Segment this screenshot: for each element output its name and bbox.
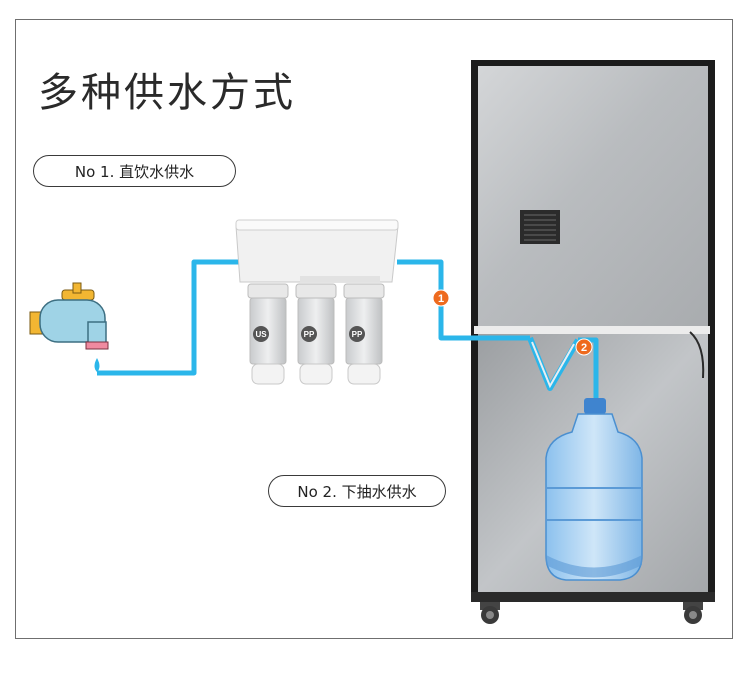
marker-1: 1 xyxy=(432,289,450,307)
water-bottle xyxy=(545,398,643,581)
filter-cartridge-3: PP xyxy=(343,283,385,385)
filter-cartridge-2: PP xyxy=(295,283,337,385)
svg-text:1: 1 xyxy=(438,293,444,305)
caster-right xyxy=(683,602,703,624)
caster-left xyxy=(480,602,500,624)
option-bottom-pump-supply: No 2. 下抽水供水 xyxy=(268,475,446,507)
filter-cartridge-1: US xyxy=(247,283,289,385)
filter-label-3: PP xyxy=(352,330,363,339)
filter-label-2: PP xyxy=(304,330,315,339)
faucet-icon xyxy=(29,282,109,372)
marker-2: 2 xyxy=(575,338,593,356)
page-title: 多种供水方式 xyxy=(38,70,296,116)
option-direct-supply: No 1. 直饮水供水 xyxy=(33,155,236,187)
cabinet-vent xyxy=(520,210,560,244)
water-filter-unit: US PP PP xyxy=(235,219,399,385)
filter-label-1: US xyxy=(255,330,267,339)
svg-text:2: 2 xyxy=(581,342,587,354)
